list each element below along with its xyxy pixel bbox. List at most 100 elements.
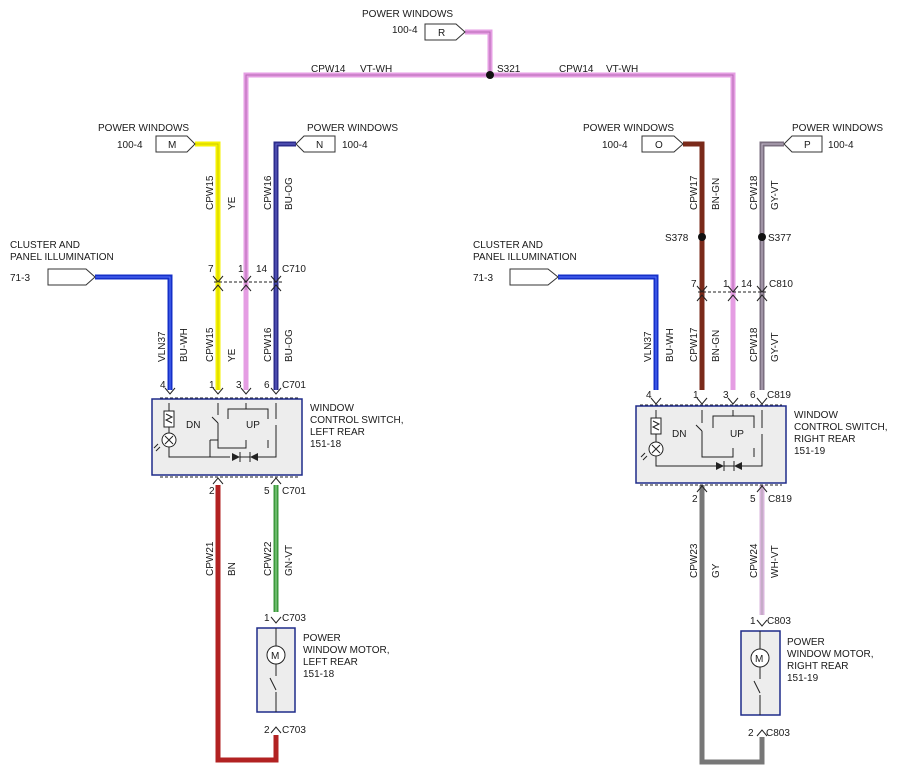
- label-right-pw-p-connector: P: [804, 140, 811, 151]
- label-left-pw-n-label: POWER WINDOWS: [307, 123, 398, 134]
- label-left-c701b: C701: [282, 486, 306, 497]
- label-left-c-bn: BN: [227, 562, 238, 576]
- label-left-w-cpw16: CPW16: [263, 175, 274, 210]
- label-right-cluster-line1: CLUSTER AND: [473, 240, 543, 251]
- label-left-w-cpw16b: CPW16: [263, 327, 274, 362]
- label-left-pin3: 3: [236, 380, 242, 391]
- label-right-cluster-page: 71-3: [473, 273, 493, 284]
- wire-vln37-left: [95, 274, 173, 390]
- top-label: POWER WINDOWS: [362, 9, 453, 20]
- wire-cpw16: [273, 141, 296, 390]
- label-left-pin7: 7: [208, 264, 214, 275]
- label-right-pin7: 7: [691, 279, 697, 290]
- label-right-pin1a: 1: [723, 279, 729, 290]
- label-right-w-vln37: VLN37: [643, 331, 654, 362]
- wire-cpw15: [195, 141, 221, 390]
- label-right-pin6: 6: [750, 390, 756, 401]
- label-left-switch-page: 151-18: [310, 439, 342, 450]
- label-right-switch-line3: RIGHT REAR: [794, 434, 856, 445]
- label-left-pin5: 5: [264, 486, 270, 497]
- label-right-switch-line1: WINDOW: [794, 410, 838, 421]
- label-right-motor-line2: WINDOW MOTOR,: [787, 649, 873, 660]
- label-right-dn: DN: [672, 429, 686, 440]
- label-left-w-cpw21: CPW21: [205, 541, 216, 576]
- label-right-c803b: C803: [766, 728, 790, 739]
- label-left-dn: DN: [186, 420, 200, 431]
- label-right-pin2m: 2: [748, 728, 754, 739]
- window-control-switch-right: 4 1 3 6 C819 DN UP 2 5 C819: [635, 390, 792, 505]
- label-right-pw-o-connector: O: [655, 140, 663, 151]
- label-left-m: M: [271, 651, 279, 662]
- label-right-w-cpw18b: CPW18: [749, 327, 760, 362]
- label-left-pw-m-page: 100-4: [117, 140, 143, 151]
- splice-s378-label: S378: [665, 233, 689, 244]
- wire-vln37-right: [558, 274, 659, 390]
- label-left-pin1: 1: [209, 380, 215, 391]
- label-left-cluster-line2: PANEL ILLUMINATION: [10, 252, 114, 263]
- label-right-pw-p-label: POWER WINDOWS: [792, 123, 883, 134]
- label-right-w-cpw23: CPW23: [689, 543, 700, 578]
- label-left-pw-m-connector: M: [168, 140, 176, 151]
- label-left-pw-n-page: 100-4: [342, 140, 368, 151]
- label-left-c-ye: YE: [227, 196, 238, 210]
- label-left-pw-m-label: POWER WINDOWS: [98, 123, 189, 134]
- label-left-switch-line2: CONTROL SWITCH,: [310, 415, 404, 426]
- connector-cluster-right: [509, 268, 559, 286]
- label-right-c-buwh: BU-WH: [665, 328, 676, 362]
- label-left-pin6: 6: [264, 380, 270, 391]
- label-left-w-cpw15: CPW15: [205, 175, 216, 210]
- label-right-motor-page: 151-19: [787, 673, 819, 684]
- label-right-up: UP: [730, 429, 744, 440]
- label-right-w-cpw17: CPW17: [689, 175, 700, 210]
- label-left-pin1a: 1: [238, 264, 244, 275]
- label-right-c-whvt: WH-VT: [770, 545, 781, 578]
- label-right-motor-line1: POWER: [787, 637, 825, 648]
- label-right-pin14: 14: [741, 279, 753, 290]
- label-right-c-bngn: BN-GN: [711, 178, 722, 210]
- label-left-motor-line3: LEFT REAR: [303, 657, 358, 668]
- label-right-pin3: 3: [723, 390, 729, 401]
- label-left-c-yeb: YE: [227, 348, 238, 362]
- splice-s321-dot: [486, 71, 494, 79]
- label-right-w-cpw18: CPW18: [749, 175, 760, 210]
- label-right-w-cpw17b: CPW17: [689, 327, 700, 362]
- label-right-m: M: [755, 654, 763, 665]
- label-left-c703: C703: [282, 613, 306, 624]
- label-left-motor-line2: WINDOW MOTOR,: [303, 645, 389, 656]
- wire-cpw21: [215, 485, 279, 763]
- label-left-w-cpw15b: CPW15: [205, 327, 216, 362]
- label-right-pw-o-page: 100-4: [602, 140, 628, 151]
- wire-cpw23: [699, 485, 765, 765]
- label-right-c-bngnb: BN-GN: [711, 330, 722, 362]
- label-right-pin5: 5: [750, 494, 756, 505]
- splice-s377-label: S377: [768, 233, 792, 244]
- label-left-pin14: 14: [256, 264, 268, 275]
- connector-r-letter: R: [438, 28, 445, 39]
- label-right-cluster-line2: PANEL ILLUMINATION: [473, 252, 577, 263]
- label-right-c819b: C819: [768, 494, 792, 505]
- label-left-motor-line1: POWER: [303, 633, 341, 644]
- label-right-c-gyvtb: GY-VT: [770, 332, 781, 362]
- label-left-c-buwh: BU-WH: [179, 328, 190, 362]
- connector-c710: [212, 275, 282, 292]
- label-left-c-buogb: BU-OG: [284, 329, 295, 362]
- label-right-c-gy: GY: [711, 563, 722, 578]
- label-right-switch-line2: CONTROL SWITCH,: [794, 422, 888, 433]
- label-right-pw-p-page: 100-4: [828, 140, 854, 151]
- connector-n: N: [295, 135, 336, 153]
- label-left-switch-line3: LEFT REAR: [310, 427, 365, 438]
- label-left-cluster-line1: CLUSTER AND: [10, 240, 80, 251]
- power-window-motor-right: 1 C803 M 2 C803: [740, 616, 791, 739]
- top-right-color: VT-WH: [606, 64, 638, 75]
- label-right-switch-page: 151-19: [794, 446, 826, 457]
- label-left-pin4: 4: [160, 380, 166, 391]
- label-right-c810: C810: [769, 279, 793, 290]
- label-left-switch-line1: WINDOW: [310, 403, 354, 414]
- label-left-pw-n-connector: N: [316, 140, 323, 151]
- top-page: 100-4: [392, 25, 418, 36]
- top-right-circuit: CPW14: [559, 64, 594, 75]
- splice-s378-dot: [698, 233, 706, 241]
- window-control-switch-left: 4 1 3 6 C701 DN UP 2 5 C701: [151, 380, 306, 497]
- label-right-pin1m: 1: [750, 616, 756, 627]
